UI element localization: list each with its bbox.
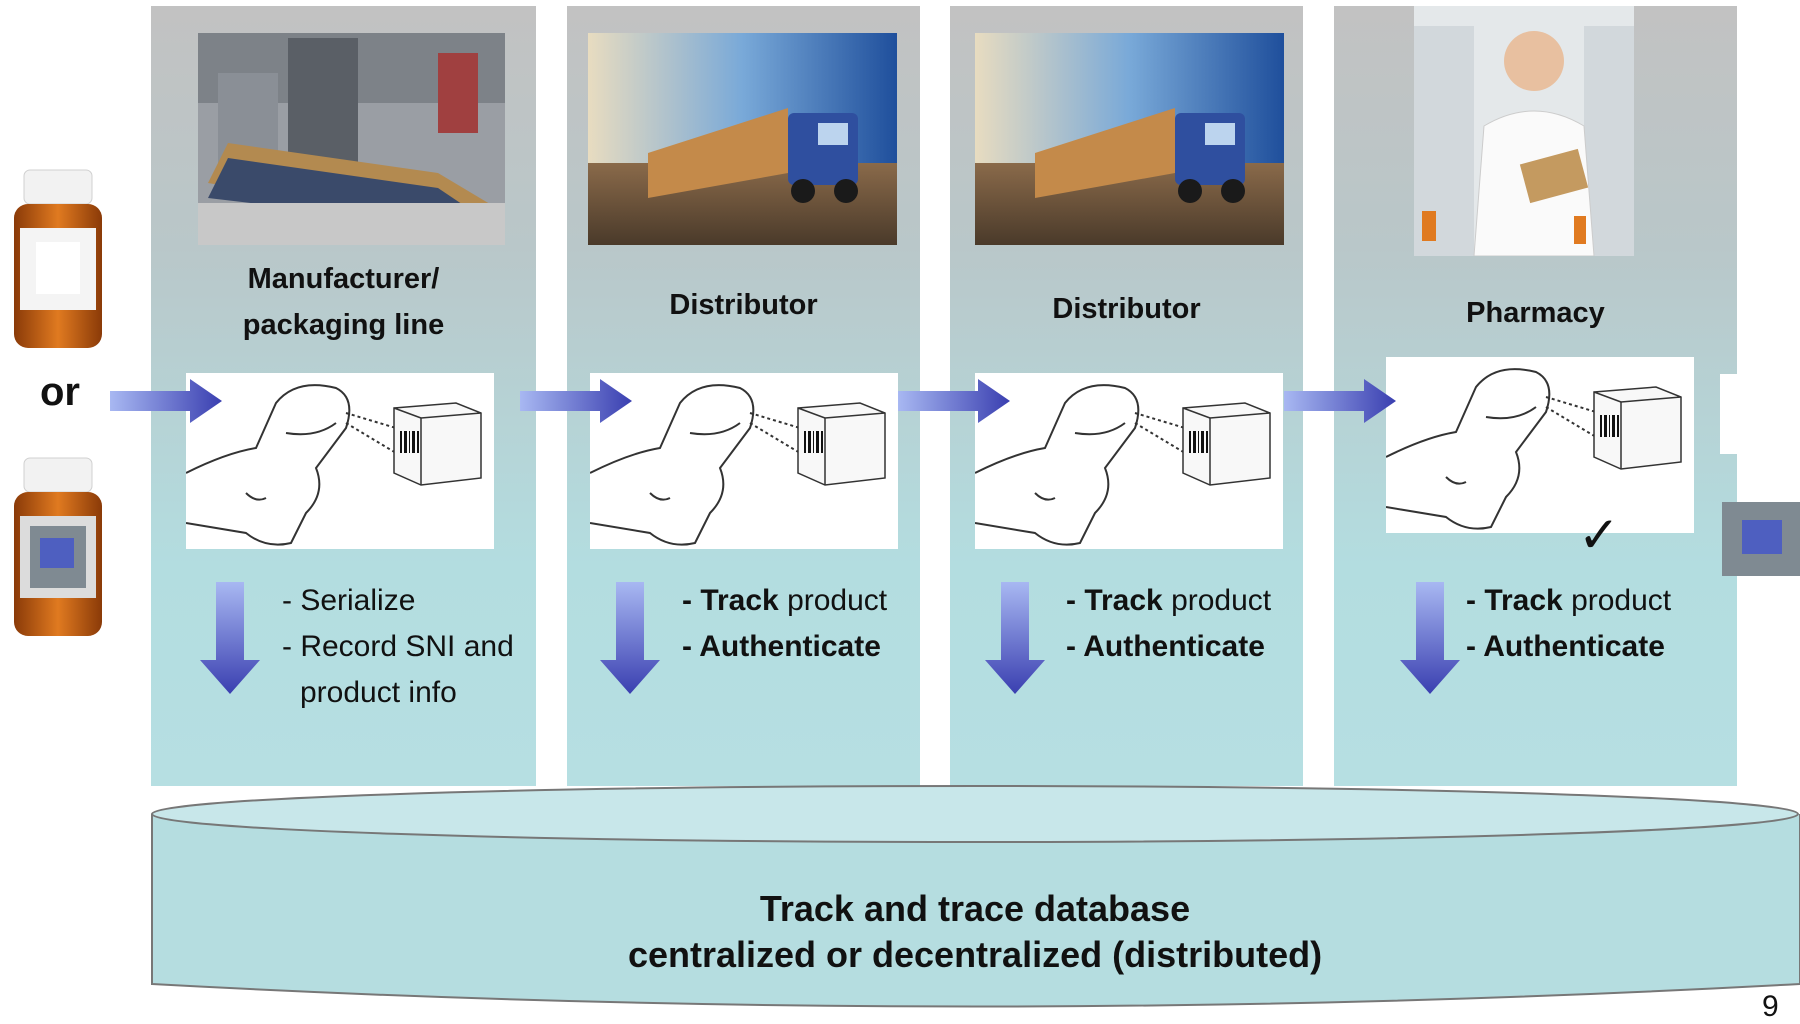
truck-photo <box>975 33 1284 245</box>
stage-title-line1: Manufacturer/ <box>247 263 440 295</box>
check-mark-icon: ✓ <box>1578 507 1620 563</box>
next-stage-card-partial <box>1720 374 1800 454</box>
stage-title-line2: packaging line <box>242 309 445 341</box>
page-number: 9 <box>1762 990 1779 1023</box>
stage-actions-pharmacy: - Track product - Authenticate <box>1466 578 1671 670</box>
flow-arrow-down <box>985 582 1045 694</box>
action-track-rest: product <box>778 584 888 617</box>
pill-bottle-rfid-label <box>10 456 106 640</box>
flow-arrow-right <box>520 379 632 423</box>
flow-arrow-right <box>110 379 222 423</box>
flow-arrow-down <box>200 582 260 694</box>
barcode-scanner-illustration <box>1386 357 1694 533</box>
barcode-scanner-illustration <box>186 373 494 549</box>
rfid-tag-image <box>1722 502 1800 576</box>
stage-title-distributor-1: Distributor <box>669 289 818 321</box>
stage-actions-manufacturer: - Serialize - Record SNI and product inf… <box>282 578 514 716</box>
flow-arrow-right <box>898 379 1010 423</box>
action-record-cont: product info <box>300 676 457 709</box>
pharmacist-photo <box>1414 6 1634 256</box>
action-authenticate: - Authenticate <box>1066 630 1265 663</box>
stage-actions-distributor-1: - Track product - Authenticate <box>682 578 887 670</box>
barcode-scanner-illustration <box>590 373 898 549</box>
action-track-rest: product <box>1162 584 1272 617</box>
stage-title-distributor-2: Distributor <box>1052 293 1201 325</box>
flow-arrow-right <box>1284 379 1396 423</box>
flow-arrow-down <box>600 582 660 694</box>
factory-conveyor-photo <box>198 33 505 245</box>
action-track-bold: - Track <box>682 584 779 617</box>
action-track-bold: - Track <box>1066 584 1163 617</box>
database-subtitle: centralized or decentralized (distribute… <box>627 934 1323 975</box>
action-track-rest: product <box>1562 584 1672 617</box>
action-track-bold: - Track <box>1466 584 1563 617</box>
action-record: - Record SNI and <box>282 630 514 663</box>
pill-bottle-plain-label <box>10 168 106 352</box>
stage-title-manufacturer: Manufacturer/ packaging line <box>151 256 536 348</box>
database-cylinder <box>150 784 1800 1010</box>
database-title: Track and trace database <box>759 888 1191 929</box>
action-serialize: - Serialize <box>282 584 416 617</box>
truck-photo <box>588 33 897 245</box>
stage-title-pharmacy: Pharmacy <box>1466 297 1605 329</box>
action-authenticate: - Authenticate <box>1466 630 1665 663</box>
or-label: or <box>40 370 80 414</box>
barcode-scanner-illustration <box>975 373 1283 549</box>
flow-arrow-down <box>1400 582 1460 694</box>
action-authenticate: - Authenticate <box>682 630 881 663</box>
stage-actions-distributor-2: - Track product - Authenticate <box>1066 578 1271 670</box>
